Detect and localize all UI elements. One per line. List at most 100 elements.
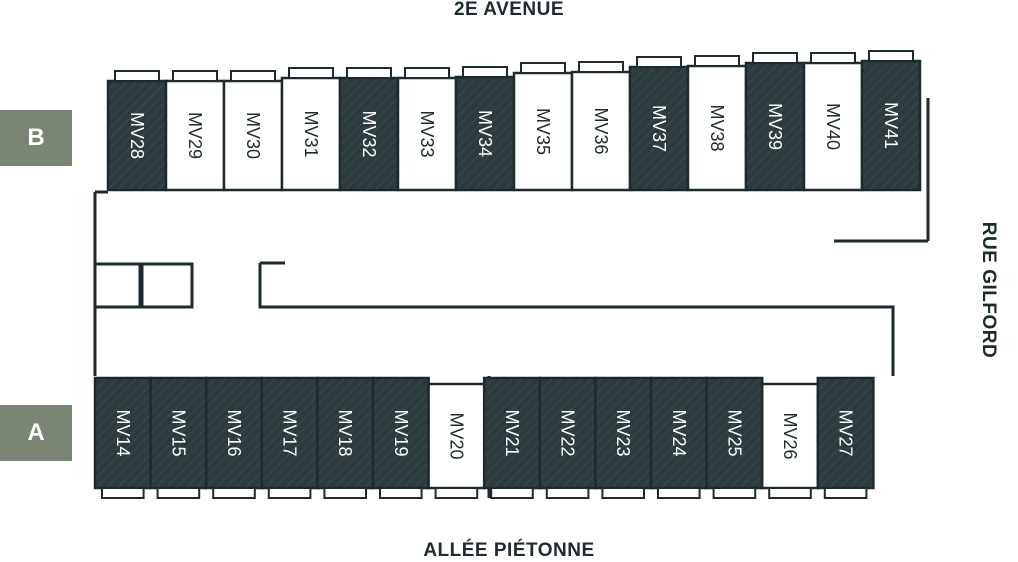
unit-mv31[interactable]: MV31	[280, 67, 342, 192]
unit-block[interactable]	[260, 376, 319, 490]
unit-label: MV40	[823, 103, 843, 150]
balcony	[636, 56, 682, 68]
unit-label: MV30	[243, 112, 263, 159]
unit-label: MV18	[335, 409, 355, 456]
unit-label: MV28	[127, 112, 147, 159]
utility-room-1	[93, 262, 142, 309]
unit-block[interactable]	[204, 376, 264, 490]
unit-label: MV23	[613, 409, 633, 456]
unit-mv28[interactable]: MV28	[106, 70, 168, 192]
building-a-units: MV14 MV15 MV16 MV17 MV18 MV19 MV20 MV21 MV22 MV23…	[93, 376, 875, 499]
unit-label: MV33	[417, 110, 437, 157]
balcony	[712, 487, 757, 499]
unit-label: MV16	[224, 409, 244, 456]
unit-mv39[interactable]: MV39	[744, 52, 806, 192]
utility-room-2	[140, 262, 194, 309]
building-a-label: A	[0, 405, 72, 461]
building-b-units: MV28 MV29 MV30 MV31 MV32 MV33 MV34 MV35 MV36 MV37…	[106, 50, 922, 192]
unit-block[interactable]	[427, 382, 486, 490]
balcony	[230, 70, 276, 82]
balcony	[868, 50, 914, 62]
unit-block[interactable]	[93, 376, 152, 490]
unit-mv38[interactable]: MV38	[686, 55, 748, 192]
balcony	[752, 52, 798, 64]
unit-block[interactable]	[570, 70, 632, 192]
unit-label: MV17	[280, 409, 300, 456]
balcony	[267, 487, 312, 499]
unit-label: MV35	[533, 108, 553, 155]
unit-label: MV29	[185, 112, 205, 159]
unit-mv37[interactable]: MV37	[628, 56, 690, 192]
unit-block[interactable]	[686, 64, 748, 192]
unit-label: MV36	[591, 107, 611, 154]
unit-label: MV14	[113, 409, 133, 456]
unit-block[interactable]	[482, 376, 542, 490]
balcony	[212, 487, 256, 499]
unit-mv17[interactable]: MV17	[260, 376, 319, 499]
unit-label: MV15	[168, 409, 188, 456]
unit-label: MV24	[669, 409, 689, 456]
building-b-label: B	[0, 110, 72, 166]
unit-mv26[interactable]: MV26	[760, 382, 820, 499]
unit-mv22[interactable]: MV22	[538, 376, 597, 499]
unit-label: MV25	[724, 409, 744, 456]
unit-mv27[interactable]: MV27	[816, 376, 875, 499]
unit-mv18[interactable]: MV18	[316, 376, 375, 499]
balcony	[379, 487, 423, 499]
unit-block[interactable]	[594, 376, 653, 490]
inner-island	[258, 263, 895, 376]
balcony	[578, 61, 624, 73]
unit-label: MV32	[359, 110, 379, 157]
unit-mv24[interactable]: MV24	[649, 376, 708, 499]
unit-label: MV38	[707, 104, 727, 151]
unit-mv29[interactable]: MV29	[164, 70, 226, 192]
unit-label: MV39	[765, 103, 785, 150]
unit-block[interactable]	[649, 376, 708, 490]
unit-mv14[interactable]: MV14	[93, 376, 152, 499]
balcony	[101, 487, 145, 499]
unit-mv15[interactable]: MV15	[149, 376, 208, 499]
balcony	[657, 487, 701, 499]
unit-mv32[interactable]: MV32	[338, 67, 400, 192]
unit-mv34[interactable]: MV34	[454, 66, 516, 192]
unit-mv35[interactable]: MV35	[512, 62, 574, 192]
balcony	[156, 487, 201, 499]
unit-mv41[interactable]: MV41	[860, 50, 922, 192]
unit-label: MV21	[502, 409, 522, 456]
balcony	[520, 62, 566, 74]
balcony	[545, 487, 590, 499]
unit-mv30[interactable]: MV30	[222, 70, 284, 192]
unit-mv23[interactable]: MV23	[594, 376, 653, 499]
unit-label: MV22	[558, 409, 578, 456]
balcony	[462, 66, 508, 78]
balcony	[601, 487, 646, 499]
unit-mv19[interactable]: MV19	[371, 376, 430, 499]
balcony	[323, 487, 367, 499]
unit-block[interactable]	[149, 376, 208, 490]
unit-label: MV37	[649, 105, 669, 152]
balcony	[404, 67, 450, 79]
unit-block[interactable]	[705, 376, 764, 490]
balcony	[490, 487, 534, 499]
unit-label: MV31	[301, 110, 321, 157]
unit-mv20[interactable]: MV20	[427, 382, 486, 499]
street-label-bottom: ALLÉE PIÉTONNE	[423, 540, 595, 561]
unit-mv16[interactable]: MV16	[204, 376, 264, 499]
balcony	[768, 487, 812, 499]
street-label-top: 2E AVENUE	[453, 0, 565, 20]
unit-label: MV26	[780, 412, 800, 459]
unit-mv33[interactable]: MV33	[396, 67, 458, 192]
balcony	[434, 487, 479, 499]
unit-mv21[interactable]: MV21	[482, 376, 542, 499]
unit-block[interactable]	[744, 61, 806, 192]
unit-mv36[interactable]: MV36	[570, 61, 632, 192]
balcony	[346, 67, 392, 79]
unit-mv25[interactable]: MV25	[705, 376, 764, 499]
unit-mv40[interactable]: MV40	[802, 52, 864, 192]
balcony	[172, 70, 218, 82]
unit-block[interactable]	[338, 76, 400, 192]
unit-label: MV19	[391, 409, 411, 456]
unit-block[interactable]	[860, 59, 922, 192]
balcony	[810, 52, 856, 64]
